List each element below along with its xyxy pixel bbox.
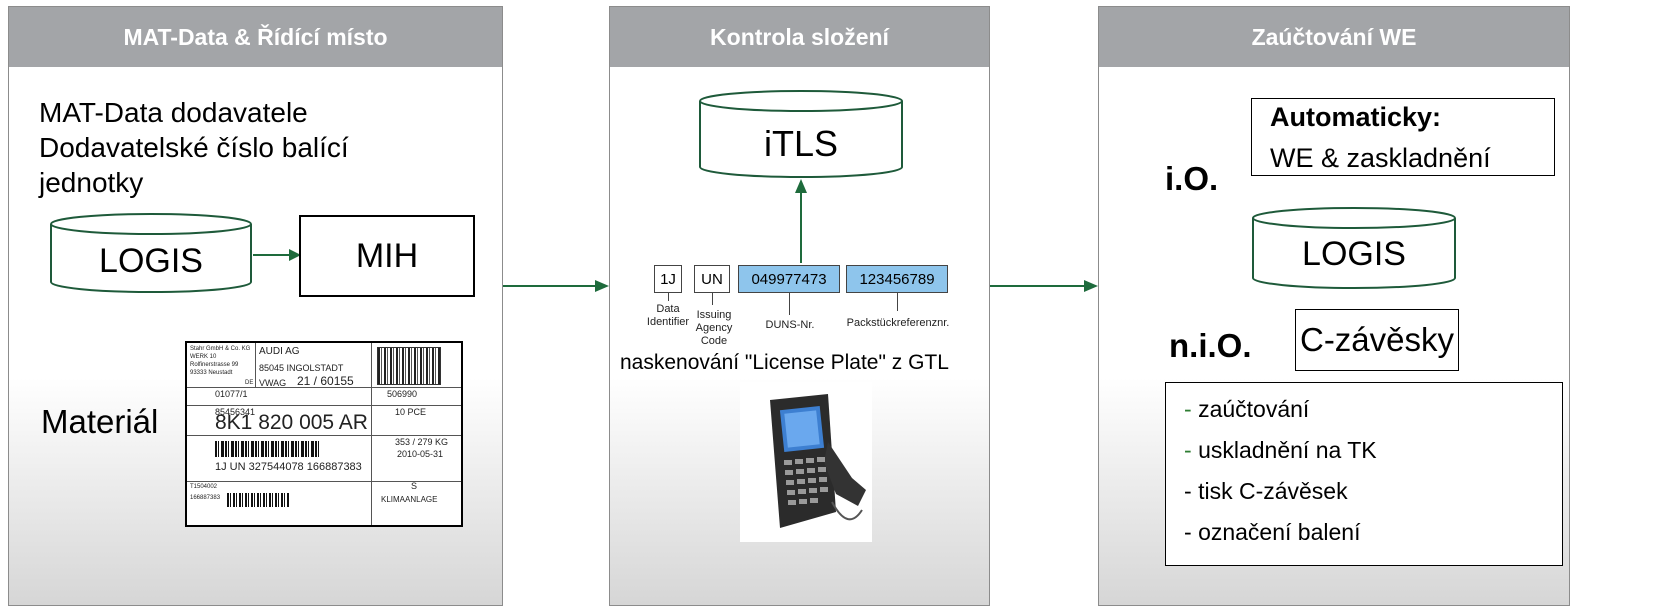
itls-label: iTLS bbox=[763, 123, 839, 164]
io-label: i.O. bbox=[1165, 160, 1219, 197]
database-icon bbox=[50, 213, 252, 293]
code-label-duns: DUNS-Nr. bbox=[765, 319, 815, 331]
code-label-issuing-agency: Issuing Agency Code bbox=[695, 309, 733, 347]
supplier-text-line3: jednotky bbox=[39, 167, 144, 198]
scanner-image bbox=[740, 382, 872, 542]
supplier-text-line2: Dodavatelské číslo balící bbox=[39, 132, 349, 163]
label-small-1: T1504002 bbox=[190, 484, 218, 490]
label-date: 2010-05-31 bbox=[397, 449, 444, 459]
label-barcode-1 bbox=[215, 441, 321, 457]
label-n3: 506990 bbox=[387, 389, 418, 399]
label-recipient-city: 85045 INGOLSTADT bbox=[259, 363, 344, 373]
nio-actions-box: - zaúčtování - uskladnění na TK - tisk C… bbox=[1165, 382, 1563, 566]
list-dash: - bbox=[1184, 519, 1199, 545]
label-n4: 10 PCE bbox=[395, 407, 427, 417]
label-divider-v bbox=[255, 343, 256, 387]
list-item: - tisk C-závěsek bbox=[1184, 471, 1562, 512]
shipping-label: Stahr GmbH & Co. KG WERK 10 Rolfinerstra… bbox=[185, 341, 463, 527]
code-label-data-identifier: Data Identifier bbox=[646, 303, 690, 328]
material-label: Materiál bbox=[41, 403, 159, 440]
handheld-scanner-icon bbox=[770, 394, 866, 528]
code-label-package-ref: Packstückreferenznr. bbox=[846, 317, 950, 329]
mih-box: MIH bbox=[299, 215, 475, 297]
label-divider-h4 bbox=[187, 481, 461, 482]
scan-caption: naskenování "License Plate" z GTL bbox=[620, 351, 949, 374]
code-duns: 049977473 bbox=[738, 265, 840, 293]
list-item: - označení balení bbox=[1184, 512, 1562, 553]
code-connector-2 bbox=[712, 293, 713, 305]
label-s: S bbox=[411, 481, 418, 491]
list-item: - zaúčtování bbox=[1184, 389, 1562, 430]
auto-title: Automaticky: bbox=[1270, 102, 1442, 132]
label-recipient: AUDI AG bbox=[259, 346, 300, 357]
list-item: - uskladnění na TK bbox=[1184, 430, 1562, 471]
logis-label: LOGIS bbox=[1302, 235, 1406, 273]
database-icon bbox=[699, 90, 903, 178]
label-weight: 353 / 279 KG bbox=[395, 437, 449, 447]
label-2d-barcode bbox=[377, 347, 441, 385]
list-item-text: zaúčtování bbox=[1198, 396, 1310, 422]
database-icon bbox=[1252, 207, 1456, 289]
code-connector-3 bbox=[789, 293, 790, 315]
label-divider-h3 bbox=[187, 435, 461, 436]
nio-actions-list: - zaúčtování - uskladnění na TK - tisk C… bbox=[1184, 389, 1562, 553]
auto-text: WE & zaskladnění bbox=[1270, 143, 1491, 173]
panel-zauctovani: Zaúčtování WE Automaticky: WE & zaskladn… bbox=[1098, 6, 1570, 606]
panel-header: Kontrola složení bbox=[610, 7, 989, 67]
label-desc: KLIMAANLAGE bbox=[381, 495, 438, 504]
label-de: DE bbox=[245, 380, 254, 386]
label-part-number: 8K1 820 005 AR bbox=[215, 411, 368, 434]
c-zavesky-label: C-závěsky bbox=[1299, 321, 1455, 358]
label-sender-2: WERK 10 bbox=[190, 354, 217, 360]
label-sender-1: Stahr GmbH & Co. KG bbox=[190, 346, 251, 352]
list-item-text: označení balení bbox=[1198, 519, 1361, 545]
arrow-panel1-to-panel2 bbox=[503, 280, 609, 292]
list-item-text: uskladnění na TK bbox=[1198, 437, 1377, 463]
mih-label: MIH bbox=[355, 236, 419, 275]
list-item-text: tisk C-závěsek bbox=[1198, 478, 1348, 504]
label-dock: 21 / 60155 bbox=[297, 374, 354, 388]
supplier-text-line1: MAT-Data dodavatele bbox=[39, 97, 308, 128]
code-package-ref: 123456789 bbox=[846, 265, 948, 293]
panel-kontrola: Kontrola složení iTLS 1J UN 049977473 12… bbox=[609, 6, 990, 606]
label-small-2: 166887383 bbox=[190, 495, 221, 501]
code-issuing-agency: UN bbox=[694, 265, 730, 293]
list-dash: - bbox=[1184, 478, 1199, 504]
c-zavesky-box: C-závěsky bbox=[1295, 309, 1459, 371]
label-divider-h2 bbox=[187, 405, 461, 406]
label-sender-3: Rolfinerstrasse 99 bbox=[190, 362, 239, 368]
nio-label: n.i.O. bbox=[1169, 327, 1252, 364]
auto-box: Automaticky: WE & zaskladnění bbox=[1251, 98, 1555, 176]
code-connector-4 bbox=[897, 293, 898, 311]
code-data-identifier: 1J bbox=[654, 265, 682, 293]
label-divider-v2 bbox=[371, 343, 372, 525]
label-divider-h1 bbox=[187, 387, 461, 388]
arrow-scan-to-itls bbox=[795, 179, 807, 263]
panel-header: Zaúčtování WE bbox=[1099, 7, 1569, 67]
arrow-logis-to-mih bbox=[253, 249, 301, 261]
label-vwag: VWAG bbox=[259, 378, 287, 388]
arrow-panel2-to-panel3 bbox=[990, 280, 1098, 292]
panel-header: MAT-Data & Řídící místo bbox=[9, 7, 502, 67]
panel-mat-data: MAT-Data & Řídící místo MAT-Data dodavat… bbox=[8, 6, 503, 606]
label-n2: 85456341 bbox=[215, 407, 256, 417]
label-barcode-2 bbox=[227, 493, 289, 507]
code-connector-1 bbox=[668, 293, 669, 301]
list-dash: - bbox=[1184, 437, 1199, 463]
label-sender-4: 93333 Neustadt bbox=[190, 370, 233, 376]
itls-database: iTLS bbox=[698, 89, 904, 179]
list-dash: - bbox=[1184, 396, 1199, 422]
logis-label: LOGIS bbox=[99, 242, 203, 280]
label-license-plate: 1J UN 327544078 166887383 bbox=[215, 461, 362, 473]
label-n1: 01077/1 bbox=[215, 389, 248, 399]
logis-database-right: LOGIS bbox=[1251, 206, 1457, 290]
logis-database: LOGIS bbox=[49, 212, 253, 294]
